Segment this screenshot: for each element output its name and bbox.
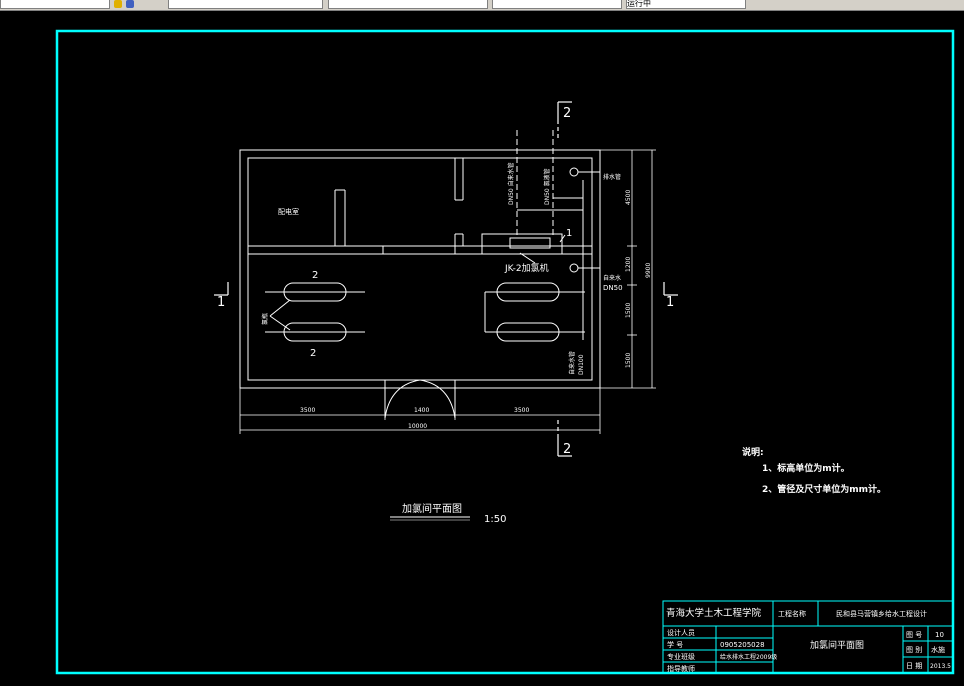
- tb-date-label: 日 期: [906, 662, 922, 670]
- tb-major-label: 专业班级: [667, 652, 695, 661]
- dim-v4: 1500: [625, 353, 632, 368]
- toolbar: 运行中: [0, 0, 964, 11]
- dimension-lines: [239, 149, 656, 434]
- dim-v1: 4500: [625, 190, 632, 205]
- section-label-right: 1: [666, 295, 674, 310]
- tb-designer-label: 设计人员: [667, 628, 695, 637]
- pipe-dn-label: DN50: [603, 284, 623, 292]
- tank-side-label: 氯瓶: [261, 313, 269, 325]
- toolbar-field-4[interactable]: [492, 0, 622, 9]
- tb-school: 青海大学土木工程学院: [666, 607, 762, 619]
- tb-date-value: 2013.5: [930, 663, 951, 670]
- dim-door: 1400: [414, 407, 429, 414]
- section-markers: [214, 101, 678, 457]
- water-pipe-label: 自来水: [603, 274, 621, 282]
- dim-v2: 1200: [625, 257, 632, 272]
- notes-line-1: 1、标高单位为m计。: [762, 462, 850, 474]
- tb-project-name: 民和县马营镇乡给水工程设计: [836, 609, 927, 618]
- tank-label-upper: 2: [312, 270, 318, 281]
- section-label-top: 2: [563, 106, 571, 121]
- section-label-bottom: 2: [563, 442, 571, 457]
- pipe-dn100-label: DN100: [578, 354, 585, 375]
- layers-icon[interactable]: [126, 0, 134, 8]
- pipe-dn100-desc: 自来水管: [568, 351, 576, 375]
- pipe-label-1: DN50 自来水管: [507, 162, 515, 205]
- tb-major-value: 给水排水工程2009级: [720, 653, 777, 661]
- toolbar-field-5[interactable]: 运行中: [626, 0, 746, 9]
- tb-sheet-no-label: 图 号: [906, 631, 922, 639]
- chlorinator-pipes: [481, 130, 600, 273]
- tb-advisor-label: 指导教师: [667, 664, 695, 673]
- dim-total: 10000: [408, 423, 427, 430]
- cad-drawing-canvas[interactable]: 2 2 1 1 3500 1400 3500 10000 4500 1200 1…: [0, 11, 964, 686]
- tb-sheet-no-value: 10: [935, 631, 944, 639]
- tb-category-value: 水施: [931, 645, 945, 654]
- tank-label-lower: 2: [310, 348, 316, 359]
- tb-category-label: 图 别: [906, 645, 922, 654]
- drain-label: 排水管: [603, 173, 621, 181]
- tb-project-label: 工程名称: [778, 609, 806, 618]
- dim-right: 3500: [514, 407, 529, 414]
- tb-drawing-title: 加氯间平面图: [810, 639, 864, 651]
- toolbar-field-2[interactable]: [168, 0, 323, 9]
- section-label-left: 1: [217, 295, 225, 310]
- chlorine-tanks-left: [265, 282, 365, 342]
- plan-title: 加氯间平面图: [402, 502, 462, 515]
- valve-label: 1: [566, 228, 572, 239]
- tb-student-no-value: 0905205028: [720, 641, 765, 649]
- dim-vtotal: 9900: [645, 263, 652, 278]
- dim-left: 3500: [300, 407, 315, 414]
- tb-student-no-label: 学 号: [667, 640, 683, 649]
- palette-icon[interactable]: [114, 0, 122, 8]
- machine-label: JK-2加氯机: [504, 262, 549, 274]
- pipe-label-2: DN50 氯液管: [543, 168, 551, 205]
- plan-scale: 1:50: [484, 514, 506, 525]
- toolbar-field-3[interactable]: [328, 0, 488, 9]
- room-label: 配电室: [278, 207, 299, 216]
- chlorine-tanks-right: [484, 180, 585, 342]
- toolbar-field-1[interactable]: [0, 0, 110, 9]
- title-block: [662, 600, 954, 674]
- drawing-border: [55, 29, 955, 675]
- notes-heading: 说明:: [742, 446, 764, 458]
- dim-v3: 1500: [625, 303, 632, 318]
- notes-line-2: 2、管径及尺寸单位为mm计。: [762, 483, 886, 495]
